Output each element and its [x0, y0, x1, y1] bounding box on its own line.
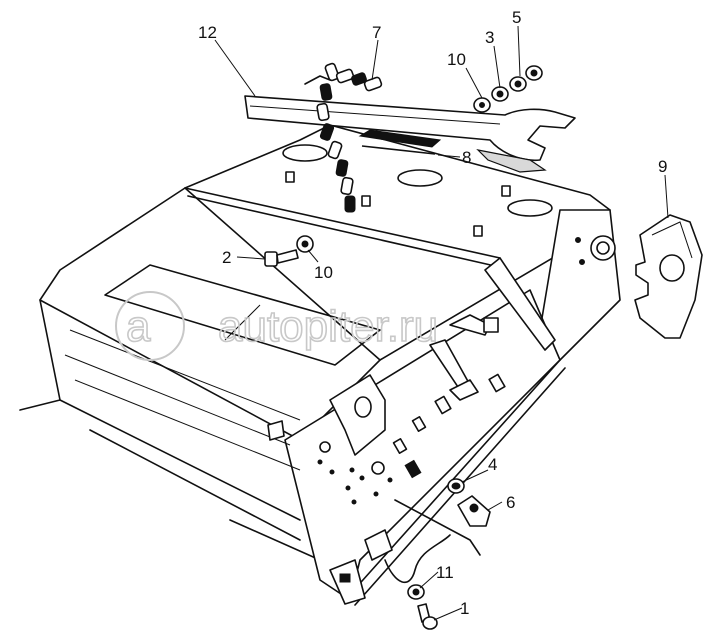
part-4-washer: [447, 478, 465, 494]
part-7-chain: [304, 62, 383, 213]
callout-2: 2: [222, 248, 231, 267]
fasteners-top: [473, 65, 543, 113]
part-10-washer-mid: [296, 235, 314, 253]
callout-4: 4: [488, 455, 497, 474]
part-2-bolt: [264, 249, 299, 267]
callout-10-mid: 10: [314, 263, 333, 282]
leader-lines: [214, 25, 669, 621]
part-8-plate: [358, 129, 442, 155]
housing-body: [19, 124, 621, 606]
callout-labels: 12 7 10 3 5 8 9 2 10 4 6 11 1: [198, 8, 667, 618]
svg-text:a: a: [126, 302, 151, 351]
part-11-washer: [407, 584, 425, 600]
callout-5: 5: [512, 8, 521, 27]
watermark-logo: a autopiter.ru: [115, 291, 439, 361]
front-plate-details: [317, 257, 556, 605]
callout-1: 1: [460, 599, 469, 618]
callout-6: 6: [506, 493, 515, 512]
callout-7: 7: [372, 23, 381, 42]
callout-11: 11: [436, 563, 454, 582]
watermark-text: autopiter.ru: [218, 302, 438, 351]
part-9-cover-plate: [634, 214, 703, 339]
part-1-bolt: [417, 603, 438, 630]
part-6-clamp: [457, 495, 491, 527]
callout-8: 8: [462, 148, 471, 167]
callout-10-top: 10: [447, 50, 466, 69]
callout-3: 3: [485, 28, 494, 47]
callout-12: 12: [198, 23, 217, 42]
callout-9: 9: [658, 157, 667, 176]
